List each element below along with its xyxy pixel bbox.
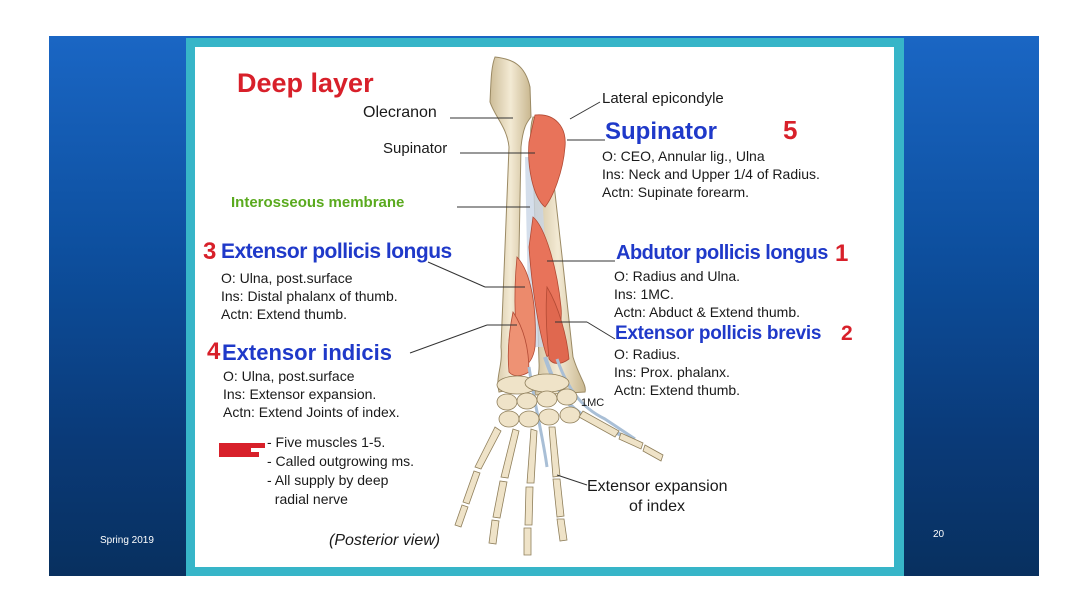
olecranon-label: Olecranon (363, 104, 437, 121)
ei-insertion: Ins: Extensor expansion. (223, 386, 377, 402)
apl-number: 1 (835, 240, 849, 267)
pointing-hand-icon (219, 443, 265, 457)
ei-origin: O: Ulna, post.surface (223, 368, 355, 384)
supinator-insertion: Ins: Neck and Upper 1/4 of Radius. (602, 166, 820, 182)
anatomy-figure: Deep layer Olecranon Lateral epicondyle … (195, 47, 894, 567)
apl-action: Actn: Abduct & Extend thumb. (614, 304, 800, 320)
epb-number: 2 (841, 322, 853, 345)
epl-number: 3 (203, 238, 217, 265)
epb-action: Actn: Extend thumb. (614, 382, 741, 398)
apl-insertion: Ins: 1MC. (614, 286, 674, 302)
epl-origin: O: Ulna, post.surface (221, 270, 353, 286)
ei-action: Actn: Extend Joints of index. (223, 404, 400, 420)
page-number: 20 (933, 529, 945, 540)
extensor-expansion-label-2: of index (629, 498, 686, 515)
note-line-2: - Called outgrowing ms. (267, 453, 415, 469)
ei-name: Extensor indicis (222, 340, 392, 365)
supinator-line-label: Supinator (383, 140, 448, 157)
posterior-view-label: (Posterior view) (329, 532, 441, 549)
interosseous-label: Interosseous membrane (231, 194, 405, 211)
first-metacarpal-label: 1MC (581, 397, 605, 409)
apl-origin: O: Radius and Ulna. (614, 268, 741, 284)
footer-date: Spring 2019 (100, 535, 154, 546)
hand-bones (454, 373, 664, 556)
note-line-1: - Five muscles 1-5. (267, 434, 386, 450)
ei-number: 4 (207, 338, 221, 365)
epb-name: Extensor pollicis brevis (615, 323, 822, 344)
figure-title: Deep layer (237, 68, 374, 98)
epb-origin: O: Radius. (614, 346, 681, 362)
supinator-origin: O: CEO, Annular lig., Ulna (602, 148, 765, 164)
supinator-number: 5 (783, 115, 798, 145)
extensor-expansion-label: Extensor expansion (587, 478, 728, 495)
epl-action: Actn: Extend thumb. (221, 306, 348, 322)
note-line-4: radial nerve (267, 491, 348, 507)
epb-insertion: Ins: Prox. phalanx. (614, 364, 730, 380)
apl-name: Abdutor pollicis longus (616, 242, 828, 264)
epl-insertion: Ins: Distal phalanx of thumb. (221, 288, 398, 304)
note-line-3: - All supply by deep (267, 472, 389, 488)
supinator-name: Supinator (605, 118, 717, 145)
epl-name: Extensor pollicis longus (221, 240, 452, 263)
lateral-epicondyle-label: Lateral epicondyle (602, 90, 724, 107)
forearm-illustration (219, 56, 664, 556)
supinator-action: Actn: Supinate forearm. (602, 184, 750, 200)
supinator-muscle (528, 114, 566, 208)
leader-lines (409, 101, 616, 486)
